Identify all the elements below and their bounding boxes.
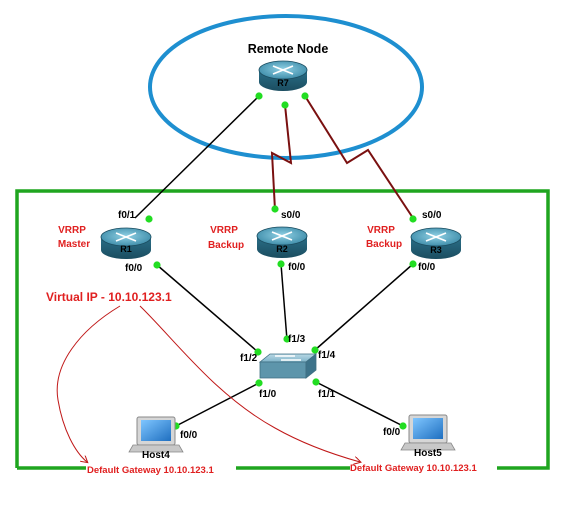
switch-icon[interactable] xyxy=(258,353,318,379)
r2-state-label: Backup xyxy=(208,240,244,251)
link-r1-switch xyxy=(156,264,259,353)
gateway-left-label: Default Gateway 10.10.123.1 xyxy=(87,465,214,476)
gateway-right-label: Default Gateway 10.10.123.1 xyxy=(350,463,477,474)
link-switch-host4 xyxy=(175,382,260,427)
link-r2-switch xyxy=(280,263,288,341)
host5-icon[interactable] xyxy=(400,414,456,451)
switch-port-f1-4-label: f1/4 xyxy=(318,350,336,361)
r3-role-label: VRRP xyxy=(367,225,395,236)
link-r7-r1 xyxy=(134,95,260,219)
router-r7-name: R7 xyxy=(277,78,289,88)
virtual-ip-label: Virtual IP - 10.10.123.1 xyxy=(46,290,172,304)
router-r3-icon[interactable]: R3 xyxy=(410,227,462,259)
link-r3-switch xyxy=(314,263,414,351)
r1-state-label: Master xyxy=(58,239,90,250)
router-r2-name: R2 xyxy=(276,244,288,254)
switch-port-f1-2-label: f1/2 xyxy=(240,353,258,364)
router-r1-name: R1 xyxy=(120,244,132,254)
r1-down-port-label: f0/0 xyxy=(125,263,143,274)
remote-node-ellipse xyxy=(148,14,424,160)
router-r3-name: R3 xyxy=(430,245,442,255)
r1-up-port-label: f0/1 xyxy=(118,210,136,221)
host5-port-label: f0/0 xyxy=(383,427,401,438)
host4-icon[interactable] xyxy=(128,416,184,453)
host4-port-label: f0/0 xyxy=(180,430,198,441)
r1-role-label: VRRP xyxy=(58,225,86,236)
r3-state-label: Backup xyxy=(366,239,402,250)
arrow-to-gateway-right xyxy=(139,305,360,462)
switch-port-f1-1-label: f1/1 xyxy=(318,389,336,400)
host4-name-label: Host4 xyxy=(142,450,170,461)
router-r7-icon[interactable]: R7 xyxy=(258,60,308,91)
r3-down-port-label: f0/0 xyxy=(418,262,436,273)
port-dots xyxy=(145,92,417,430)
switch-port-f1-3-label: f1/3 xyxy=(288,334,306,345)
link-r7-r2-serial xyxy=(270,104,293,211)
r2-up-port-label: s0/0 xyxy=(281,210,301,221)
router-r1-icon[interactable]: R1 xyxy=(100,227,152,259)
link-switch-host5 xyxy=(315,381,404,427)
link-r7-r3-serial xyxy=(304,95,414,219)
switch-port-f1-0-label: f1/0 xyxy=(259,389,277,400)
r2-role-label: VRRP xyxy=(210,225,238,236)
remote-node-title: Remote Node xyxy=(248,42,329,56)
arrow-to-gateway-left xyxy=(56,305,121,462)
lan-boundary xyxy=(15,189,550,470)
r3-up-port-label: s0/0 xyxy=(422,210,442,221)
host5-name-label: Host5 xyxy=(414,448,442,459)
router-r2-icon[interactable]: R2 xyxy=(256,226,308,258)
r2-down-port-label: f0/0 xyxy=(288,262,306,273)
